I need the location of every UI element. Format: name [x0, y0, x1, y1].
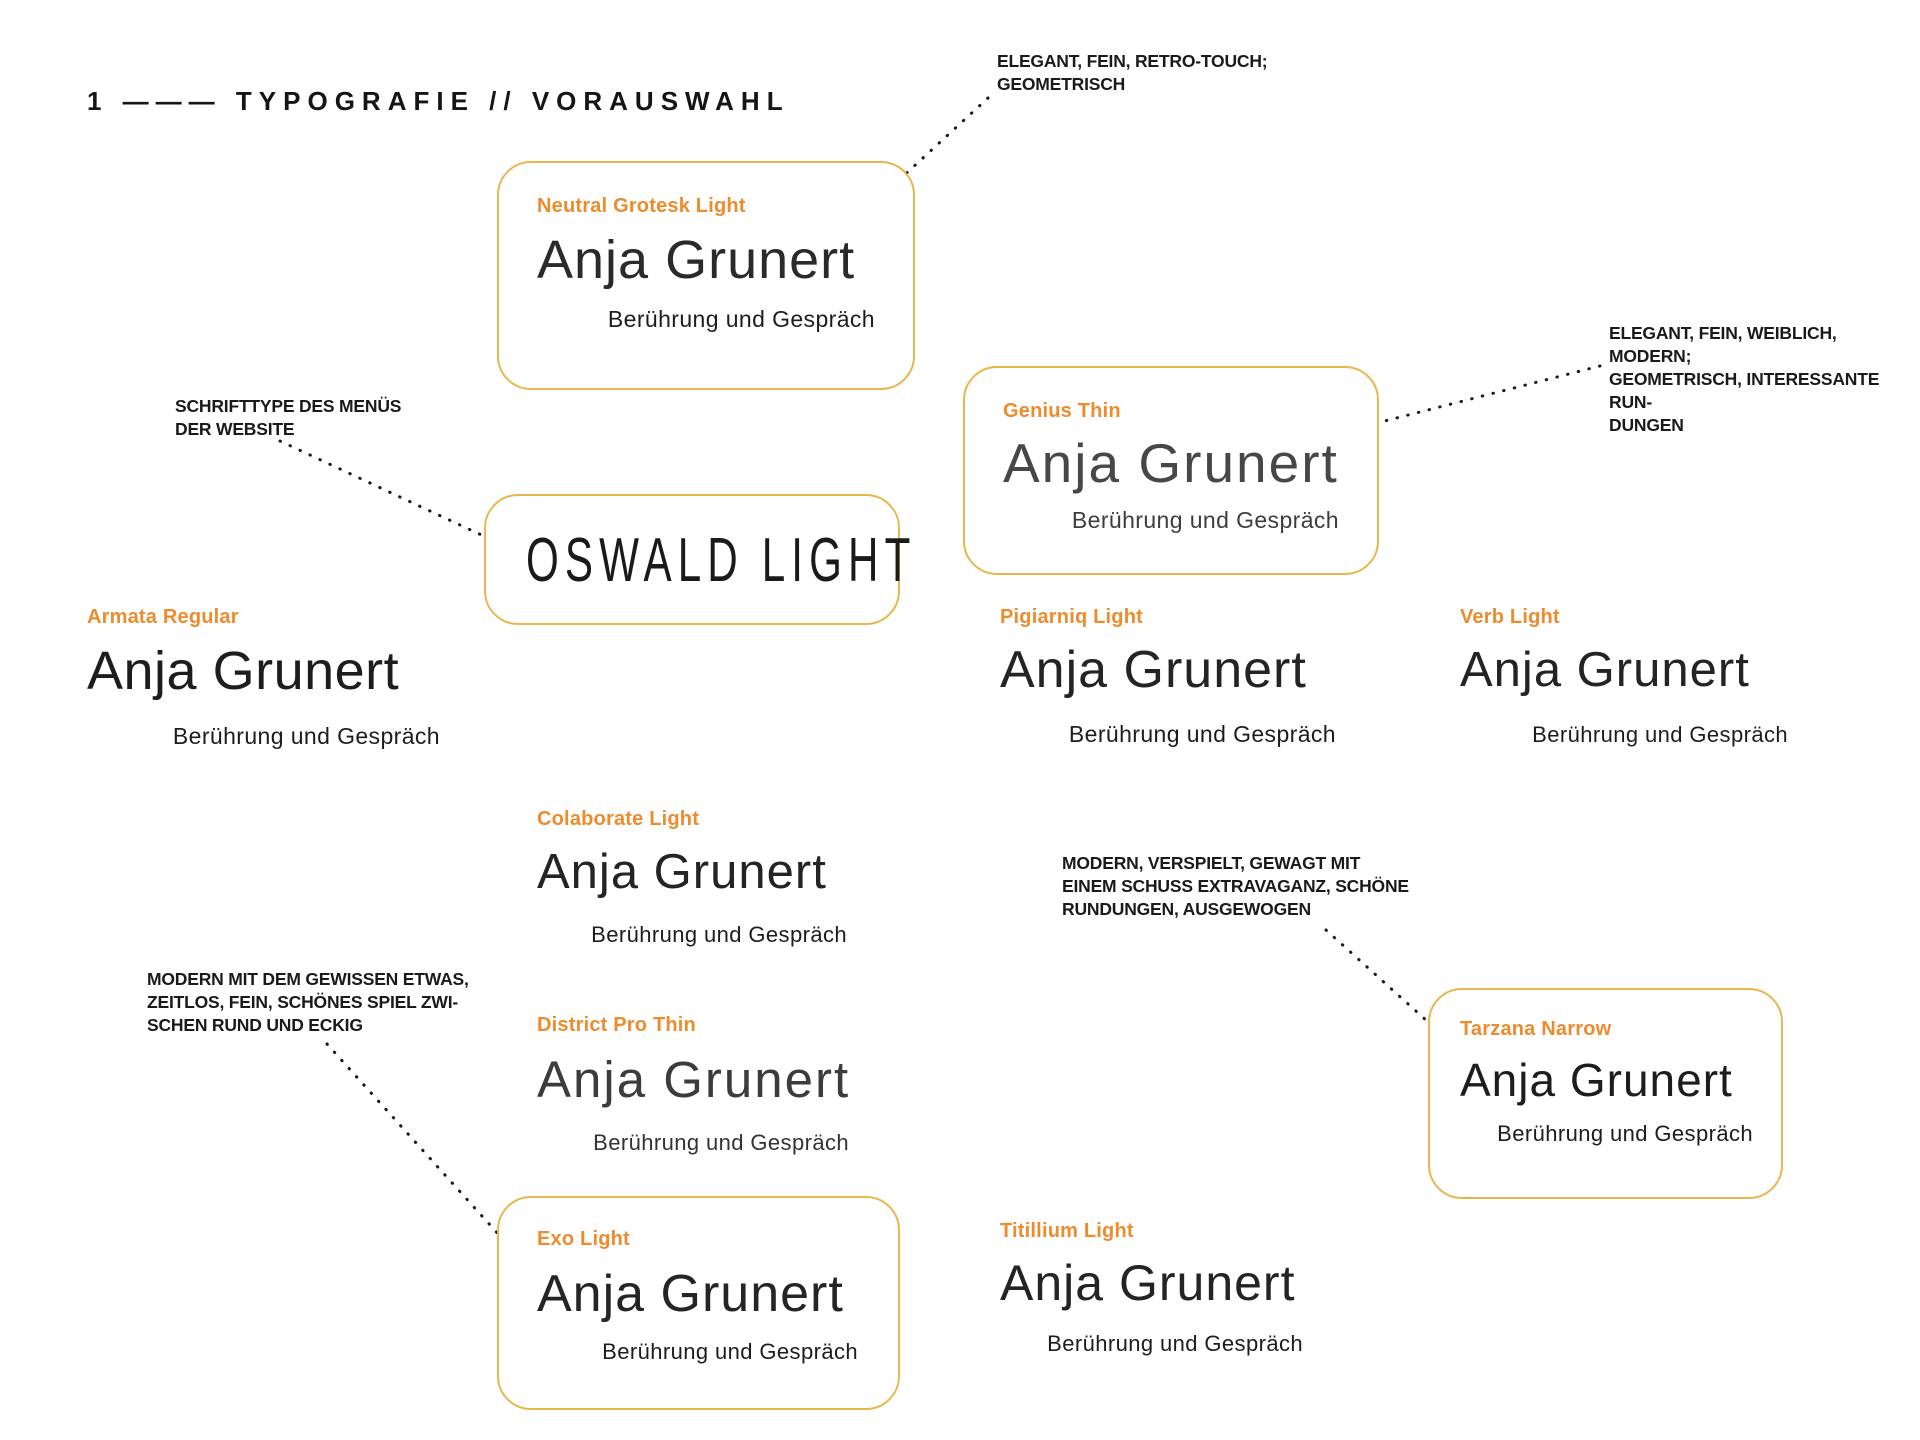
- specimen-titillium-light: Titillium Light Anja Grunert Berührung u…: [1000, 1220, 1303, 1357]
- font-sample-subtext: Berührung und Gespräch: [602, 1339, 858, 1365]
- font-sample-subtext: Berührung und Gespräch: [607, 306, 875, 333]
- font-sample-text: Anja Grunert: [1460, 643, 1750, 697]
- page-title: 1 ——— TYPOGRAFIE // VORAUSWAHL: [87, 86, 790, 116]
- font-name-label: Armata Regular: [87, 606, 239, 628]
- annotation-modern-verspielt: MODERN, VERSPIELT, GEWAGT MIT EINEM SCHU…: [1062, 853, 1409, 919]
- specimen-pigiarniq-light: Pigiarniq Light Anja Grunert Berührung u…: [1000, 606, 1336, 748]
- font-sample-text: Anja Grunert: [87, 641, 400, 701]
- font-name-label: Pigiarniq Light: [1000, 606, 1143, 628]
- font-sample-text: Anja Grunert: [1460, 1054, 1733, 1106]
- font-sample-subtext: Berührung und Gespräch: [1047, 1331, 1303, 1356]
- font-sample-text: Anja Grunert: [537, 1265, 844, 1323]
- font-sample-subtext: Berührung und Gespräch: [172, 723, 440, 750]
- font-sample-text: Anja Grunert: [537, 845, 827, 899]
- annotation-modern-zeitlos: MODERN MIT DEM GEWISSEN ETWAS, ZEITLOS, …: [147, 969, 469, 1035]
- specimen-box-neutral-grotesk-light: Neutral Grotesk Light Anja Grunert Berüh…: [497, 161, 915, 390]
- font-name-label: Titillium Light: [1000, 1220, 1134, 1242]
- specimen-colaborate-light: Colaborate Light Anja Grunert Berührung …: [537, 808, 847, 948]
- specimen-box-tarzana-narrow: Tarzana Narrow Anja Grunert Berührung un…: [1428, 988, 1783, 1199]
- font-sample-text: Anja Grunert: [537, 230, 856, 290]
- specimen-verb-light: Verb Light Anja Grunert Berührung und Ge…: [1460, 606, 1788, 748]
- font-sample-text: Anja Grunert: [1003, 432, 1339, 494]
- font-name-label: Tarzana Narrow: [1460, 1018, 1612, 1040]
- font-name-label: Exo Light: [537, 1228, 630, 1250]
- annotation-website-menu-font: SCHRIFTTYPE DES MENÜS DER WEBSITE: [175, 396, 402, 439]
- specimen-armata-regular: Armata Regular Anja Grunert Berührung un…: [87, 606, 440, 750]
- annotation-elegant-weiblich: ELEGANT, FEIN, WEIBLICH, MODERN; GEOMETR…: [1609, 323, 1880, 435]
- font-name-label: Verb Light: [1460, 606, 1560, 628]
- font-sample-subtext: Berührung und Gespräch: [593, 1130, 849, 1156]
- font-sample-text: Anja Grunert: [1000, 641, 1307, 699]
- font-sample-subtext: Berührung und Gespräch: [1068, 721, 1336, 748]
- font-sample-subtext: Berührung und Gespräch: [1532, 721, 1788, 747]
- font-name-label: Neutral Grotesk Light: [537, 195, 746, 217]
- specimen-box-oswald-light: OSWALD LIGHT: [484, 494, 910, 625]
- font-sample-subtext: Berührung und Gespräch: [1497, 1120, 1753, 1146]
- font-name-label: Genius Thin: [1003, 400, 1121, 422]
- specimen-district-pro-thin: District Pro Thin Anja Grunert Berührung…: [537, 1014, 849, 1156]
- specimen-box-genius-thin: Genius Thin Anja Grunert Berührung und G…: [963, 366, 1379, 575]
- font-sample-subtext: Berührung und Gespräch: [1071, 506, 1339, 533]
- specimen-box-exo-light: Exo Light Anja Grunert Berührung und Ges…: [497, 1196, 900, 1410]
- font-sample-text: Anja Grunert: [1000, 1255, 1296, 1311]
- font-name-label: District Pro Thin: [537, 1014, 696, 1036]
- font-sample-subtext: Berührung und Gespräch: [591, 921, 847, 947]
- font-sample-text: OSWALD LIGHT: [526, 526, 917, 595]
- font-name-label: Colaborate Light: [537, 808, 700, 830]
- font-sample-text: Anja Grunert: [537, 1051, 851, 1108]
- connector-menu-to-oswald: [278, 439, 507, 548]
- annotation-elegant-retro: ELEGANT, FEIN, RETRO-TOUCH; GEOMETRISCH: [997, 51, 1268, 94]
